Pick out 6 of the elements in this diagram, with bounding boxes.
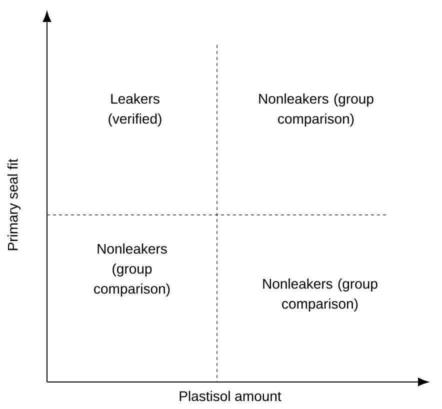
quadrant-label: Leakers (verified) <box>108 93 162 127</box>
axis-label: Primary seal fit <box>7 158 21 250</box>
quadrant-label: Nonleakers (group comparison) <box>94 243 170 296</box>
quadrant-label: Nonleakers (group comparison) <box>259 93 374 126</box>
quadrant-label: Nonleakers (group comparison) <box>263 278 378 312</box>
axis-label: Plastisol amount <box>180 390 282 402</box>
